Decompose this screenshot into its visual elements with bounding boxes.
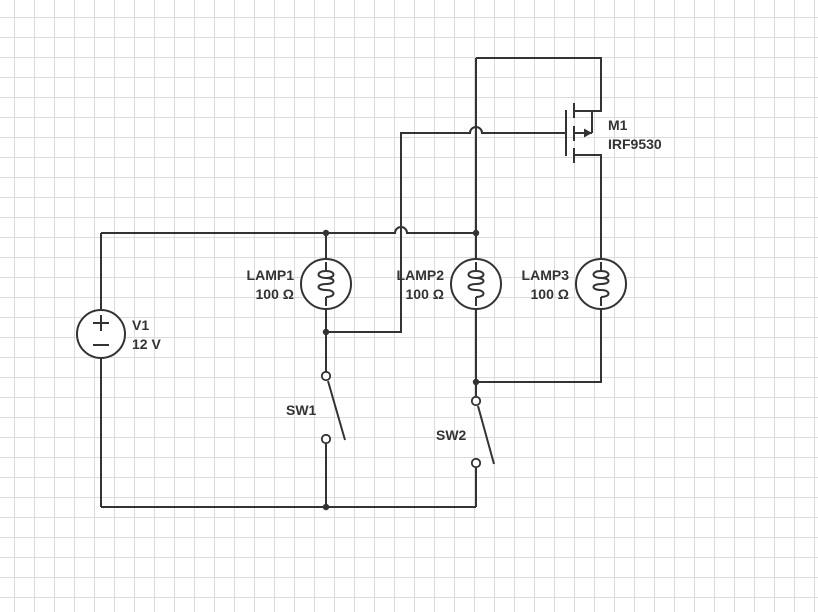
junction-dot [472,229,480,237]
wire-gate-feed [326,126,566,333]
lamp-filament-icon [317,262,335,306]
lamp2-value-label: 100 Ω [406,286,444,302]
lamp-1[interactable]: LAMP1 100 Ω [247,258,352,310]
junction-dot [472,378,480,386]
lamp-2[interactable]: LAMP2 100 Ω [397,258,502,310]
wire-drain [577,154,602,259]
switch-terminal [470,395,482,407]
lamp3-value-label: 100 Ω [531,286,569,302]
switch-terminal [470,457,482,469]
wire-lamp3-return [476,309,602,383]
junction-dot [322,503,330,511]
v1-value-label: 12 V [132,336,161,352]
lamp-3[interactable]: LAMP3 100 Ω [522,258,627,310]
sw1-name-label: SW1 [286,402,317,418]
mosfet-m1[interactable]: M1 IRF9530 [565,103,662,163]
junction-dot [322,229,330,237]
lamp-filament-icon [592,262,610,306]
lamp1-name-label: LAMP1 [247,267,295,283]
voltage-source-symbol [76,309,126,359]
switch-blade [477,405,495,465]
wires [100,57,602,508]
junction-dot [322,328,330,336]
switch-terminal [320,433,332,445]
junctions [322,229,480,511]
switch-blade [327,380,346,441]
v1-name-label: V1 [132,317,149,333]
m1-value-label: IRF9530 [608,136,662,152]
lamp3-name-label: LAMP3 [522,267,570,283]
wire-top-rail [101,226,476,234]
switch-sw2[interactable]: SW2 [436,395,495,469]
lamp1-value-label: 100 Ω [256,286,294,302]
lamp-filament-icon [467,262,485,306]
switch-sw1[interactable]: SW1 [286,370,346,445]
voltage-source-v1[interactable]: V1 12 V [76,309,161,359]
m1-name-label: M1 [608,117,628,133]
sw2-name-label: SW2 [436,427,467,443]
switch-terminal [320,370,332,382]
lamp2-name-label: LAMP2 [397,267,445,283]
wire-top-loop [476,57,602,112]
mosfet-arrow-icon [584,128,592,138]
